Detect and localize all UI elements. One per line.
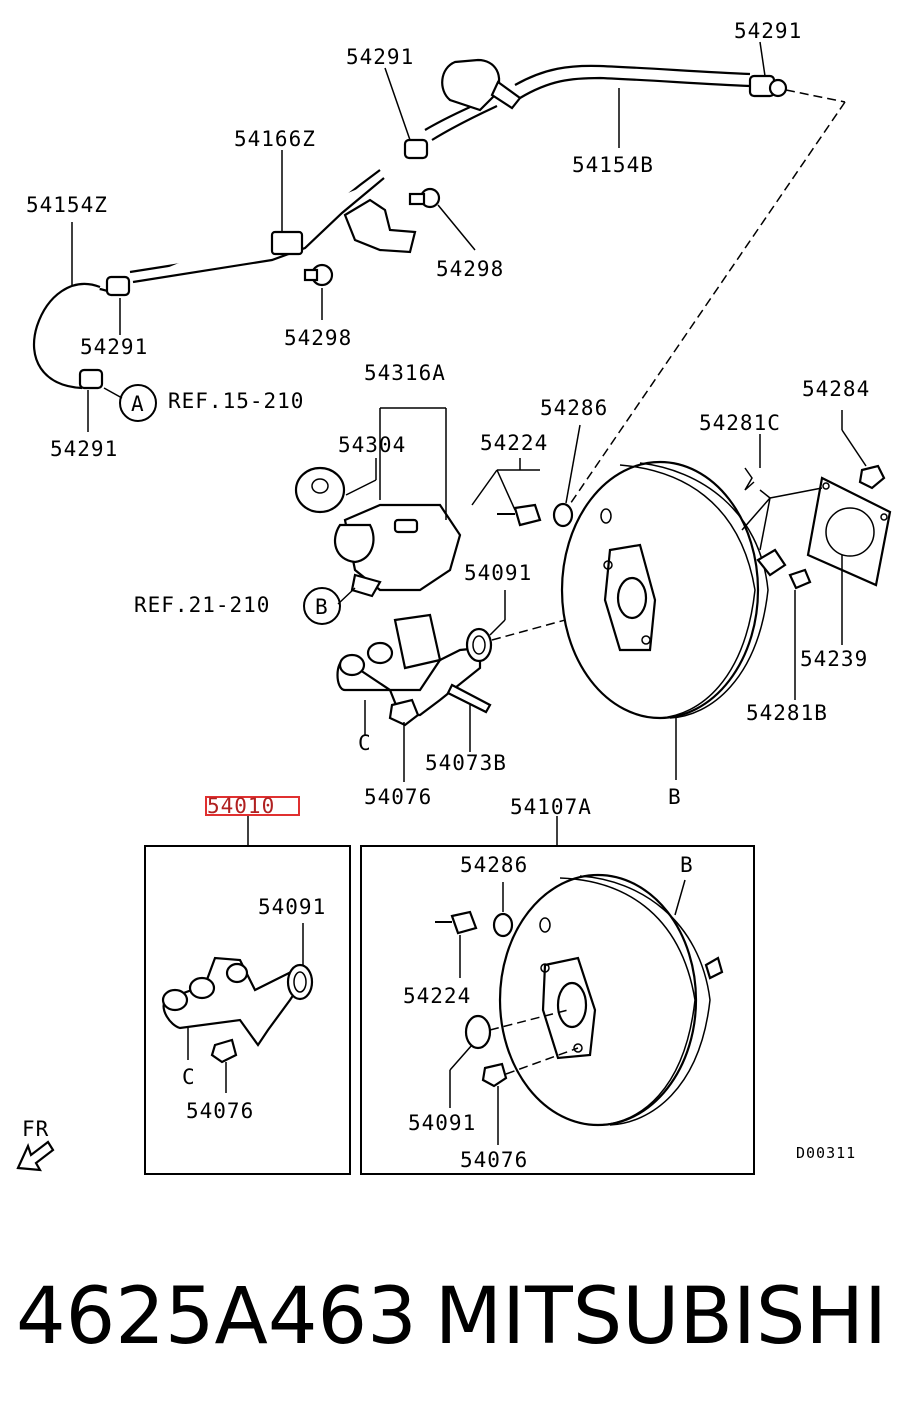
label-54281c: 54281C — [699, 411, 781, 435]
box-54010 — [144, 796, 351, 1175]
label-c: C — [358, 731, 372, 755]
label-54298-left: 54298 — [284, 326, 352, 350]
label-fr: FR — [22, 1117, 49, 1141]
label-54291-lower-left: 54291 — [50, 437, 118, 461]
label-54304: 54304 — [338, 433, 406, 457]
leader-lines-top — [71, 41, 846, 511]
vacuum-hose-assembly — [32, 58, 788, 390]
label-54154z: 54154Z — [26, 193, 108, 217]
label-54239: 54239 — [800, 647, 868, 671]
label-circle-a: A — [131, 392, 145, 416]
brand-name: MITSUBISHI — [434, 1272, 887, 1362]
parts-diagram: 54291 54291 54166Z 54154B 54154Z 54298 5… — [16, 19, 892, 1175]
label-ref-21-210: REF.21-210 — [134, 593, 270, 617]
part-number: 4625A463 — [16, 1272, 417, 1362]
label-54291-left: 54291 — [80, 335, 148, 359]
footer: 4625A463 MITSUBISHI — [0, 1262, 909, 1372]
label-54316a: 54316A — [364, 361, 446, 385]
part-labels: 54291 54291 54166Z 54154B 54154Z 54298 5… — [22, 19, 870, 1172]
label-ref-15-210: REF.15-210 — [168, 389, 304, 413]
label-b: B — [668, 785, 682, 809]
label-54107a: 54107A — [510, 795, 592, 819]
label-54224: 54224 — [480, 431, 548, 455]
label-54166z: 54166Z — [234, 127, 316, 151]
box1-label-c: C — [182, 1065, 196, 1089]
front-direction-arrow — [16, 1140, 55, 1172]
box1-label-54076: 54076 — [186, 1099, 254, 1123]
box2-label-54076: 54076 — [460, 1148, 528, 1172]
circle-callout-b — [303, 587, 341, 625]
brake-booster — [497, 460, 892, 720]
label-circle-b: B — [315, 595, 329, 619]
box1-label-54091: 54091 — [258, 895, 326, 919]
leader-lines-middle-right — [471, 410, 867, 780]
box2-label-54091: 54091 — [408, 1111, 476, 1135]
label-54281b: 54281B — [746, 701, 828, 725]
circle-callout-a — [119, 384, 157, 422]
label-54284: 54284 — [802, 377, 870, 401]
leader-lines-middle-left — [337, 407, 621, 782]
label-54091: 54091 — [464, 561, 532, 585]
label-diagram-code: D00311 — [796, 1144, 856, 1162]
label-54154b: 54154B — [572, 153, 654, 177]
label-54286: 54286 — [540, 396, 608, 420]
highlight-54010 — [205, 796, 300, 816]
box2-label-54224: 54224 — [403, 984, 471, 1008]
label-54291-top: 54291 — [346, 45, 414, 69]
label-54291-top-right: 54291 — [734, 19, 802, 43]
box-54107a — [360, 816, 755, 1175]
label-54076: 54076 — [364, 785, 432, 809]
label-54073b: 54073B — [425, 751, 507, 775]
box2-label-b: B — [680, 853, 694, 877]
box2-label-54286: 54286 — [460, 853, 528, 877]
master-cylinder-assembly — [294, 466, 493, 727]
label-54010: 54010 — [207, 794, 275, 818]
label-54298-right: 54298 — [436, 257, 504, 281]
